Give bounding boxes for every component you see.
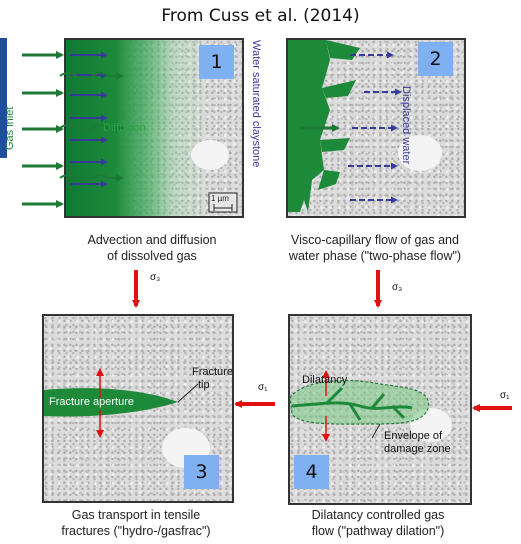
caption-line: flow ("pathway dilation") — [311, 524, 445, 538]
gas-inlet-label: Gas inlet — [4, 106, 16, 150]
dilatancy-label: Dilatancy — [302, 374, 348, 386]
caption-line: of dissolved gas — [107, 249, 197, 263]
panel-1-caption: Advection and diffusion of dissolved gas — [44, 232, 260, 264]
sigma3-label: σ₃ — [392, 282, 403, 293]
panel-3-number: 3 — [184, 455, 219, 489]
sigma3-label: σ₃ — [150, 272, 161, 283]
panel-3-caption: Gas transport in tensile fractures ("hyd… — [30, 507, 242, 539]
caption-line: Advection and diffusion — [87, 233, 217, 247]
caption-line: Dilatancy controlled gas — [311, 508, 445, 522]
fracture-aperture-label: Fracture aperture — [49, 396, 134, 408]
edge-strip — [0, 38, 7, 158]
panel-1-number: 1 — [199, 45, 234, 79]
fracture-tip-label-line1: Fracture — [192, 366, 233, 378]
panel-2-caption: Visco-capillary flow of gas and water ph… — [266, 232, 484, 264]
displaced-water-label: Displaced water — [400, 86, 412, 165]
white-grain — [398, 135, 442, 171]
sigma1-label: σ₁ — [258, 382, 268, 393]
figure-title: From Cuss et al. (2014) — [161, 6, 360, 26]
caption-line: Visco-capillary flow of gas and — [291, 233, 459, 247]
envelope-label-line2: damage zone — [384, 443, 451, 455]
caption-line: water phase ("two-phase flow") — [288, 249, 462, 263]
caption-line: Gas transport in tensile — [71, 508, 201, 522]
claystone-label: Water saturated claystone — [250, 40, 262, 168]
fracture-tip-label-line2: tip — [198, 379, 210, 391]
white-grain — [191, 140, 229, 170]
panel-4-caption: Dilatancy controlled gas flow ("pathway … — [280, 507, 476, 539]
envelope-label-line1: Envelope of — [384, 430, 443, 442]
caption-line: fractures ("hydro-/gasfrac") — [61, 524, 211, 538]
sigma1-label: σ₁ — [500, 390, 510, 401]
diffusion-label: Diffusion — [103, 122, 146, 134]
panel-4-number: 4 — [294, 455, 329, 489]
panel-2-number: 2 — [418, 42, 453, 76]
scale-bar-label: 1 µm — [211, 194, 229, 203]
gas-inlet-arrows — [22, 51, 64, 208]
